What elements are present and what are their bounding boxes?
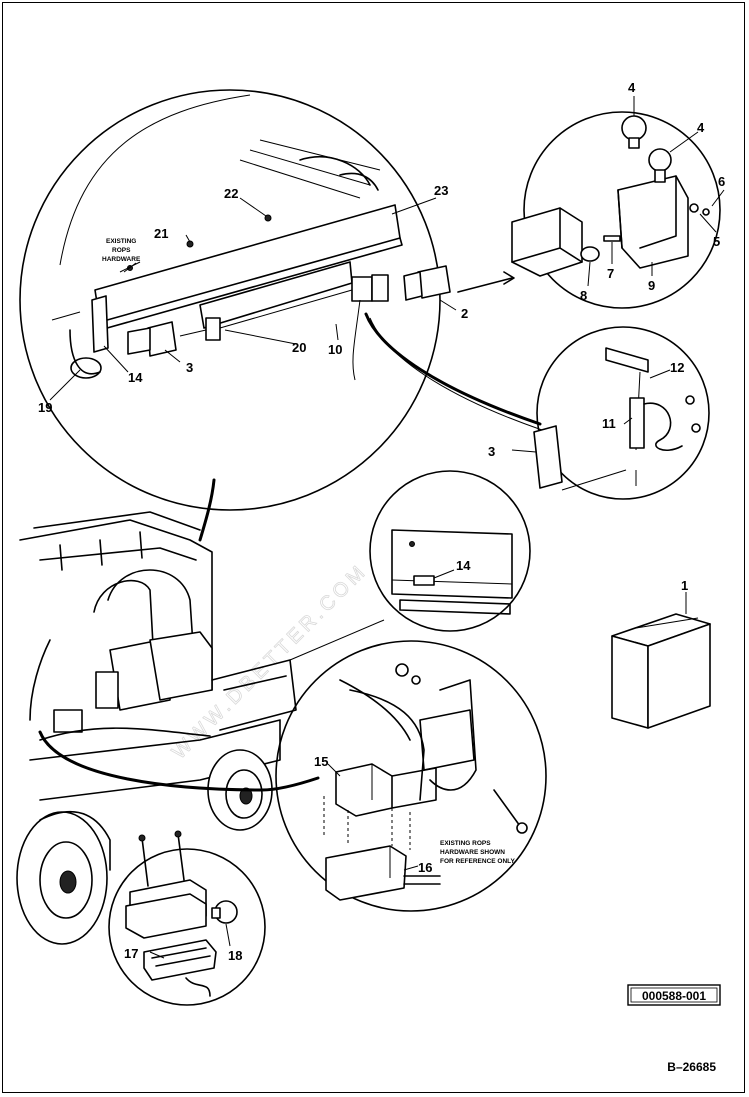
callout-5: 5 — [713, 234, 720, 249]
note-line: EXISTING ROPS — [440, 840, 491, 847]
callout-3-left: 3 — [186, 360, 193, 375]
callout-16: 16 — [418, 860, 432, 875]
callout-23: 23 — [434, 183, 448, 198]
callout-20: 20 — [292, 340, 306, 355]
callout-14-bar: 14 — [128, 370, 143, 385]
callout-3-switch: 3 — [488, 444, 495, 459]
note-existing-rops-bottom: EXISTING ROPS HARDWARE SHOWN FOR REFEREN… — [440, 840, 516, 865]
note-line: EXISTING — [106, 238, 136, 245]
note-line: FOR REFERENCE ONLY — [440, 858, 516, 865]
callout-17: 17 — [124, 946, 138, 961]
callout-6: 6 — [718, 174, 725, 189]
callout-10: 10 — [328, 342, 342, 357]
callout-4-top: 4 — [628, 80, 636, 95]
figure-code: 000588-001 — [642, 989, 706, 1003]
callout-11: 11 — [602, 416, 616, 431]
figure-code-box: 000588-001 — [627, 984, 721, 1006]
note-line: HARDWARE — [102, 256, 141, 263]
note-line: HARDWARE SHOWN — [440, 849, 505, 856]
callout-12: 12 — [670, 360, 684, 375]
lamp-bulb-detail — [457, 96, 725, 309]
callout-8: 8 — [580, 288, 587, 303]
callout-21: 21 — [154, 226, 168, 241]
callout-2: 2 — [461, 306, 468, 321]
page-ref: B–26685 — [667, 1060, 716, 1074]
callout-1: 1 — [681, 578, 688, 593]
rops-mount-detail — [275, 640, 547, 912]
note-existing-rops-top: EXISTING ROPS HARDWARE — [102, 238, 141, 263]
callout-22: 22 — [224, 186, 238, 201]
callout-9: 9 — [648, 278, 655, 293]
lamp-socket-detail — [108, 830, 266, 1006]
callout-4-right: 4 — [697, 120, 705, 135]
kit-box — [611, 592, 711, 729]
callout-15: 15 — [314, 754, 328, 769]
utility-vehicle — [16, 478, 385, 945]
callout-7: 7 — [607, 266, 614, 281]
callout-18: 18 — [228, 948, 242, 963]
harness-switch-detail — [364, 312, 710, 500]
callout-19: 19 — [38, 400, 52, 415]
rear-light-bar-detail — [19, 89, 457, 511]
callout-14-inset: 14 — [456, 558, 471, 573]
mount-plate-inset — [369, 470, 531, 632]
note-line: ROPS — [112, 247, 131, 254]
